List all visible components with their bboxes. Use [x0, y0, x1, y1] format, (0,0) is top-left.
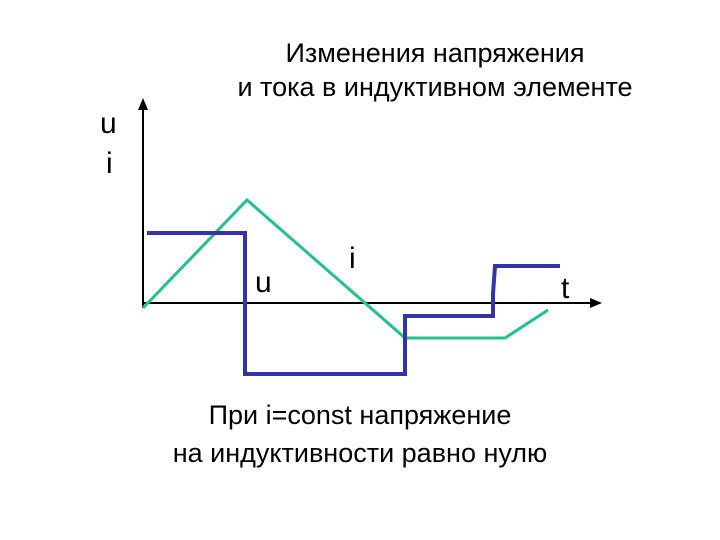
current-curve-label: i	[349, 242, 356, 275]
slide-caption: При i=const напряжение на индуктивности …	[70, 396, 650, 472]
voltage-curve-label: u	[255, 266, 272, 299]
slide-title: Изменения напряжения и тока в индуктивно…	[170, 36, 700, 104]
y-axis-label-u: u	[100, 107, 117, 140]
title-line-1: Изменения напряжения	[285, 38, 585, 68]
x-axis-label-t: t	[561, 272, 570, 305]
caption-line-1: При i=const напряжение	[208, 400, 512, 430]
caption-line-2: на индуктивности равно нулю	[172, 438, 548, 468]
voltage-curve	[147, 231, 560, 376]
y-axis-label-i: i	[106, 147, 113, 180]
title-line-2: и тока в индуктивном элементе	[237, 72, 633, 102]
